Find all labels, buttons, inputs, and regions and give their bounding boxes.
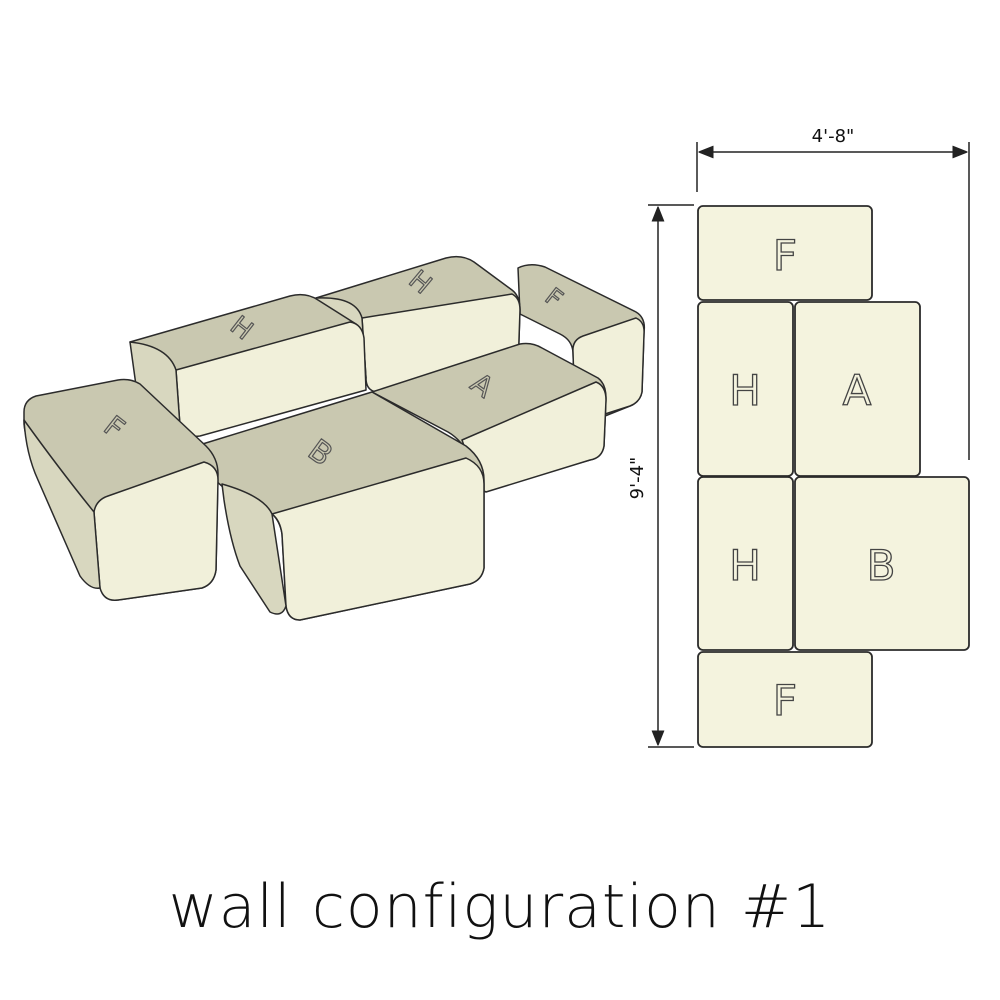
plan-block-b: B — [794, 476, 970, 651]
iso-block-b: B — [195, 391, 485, 621]
diagram-caption: wall configuration #1 — [168, 872, 832, 942]
plan-block-f-bottom: F — [697, 651, 873, 748]
plan-letter: B — [867, 541, 896, 590]
iso-block-h-back-left: H — [129, 293, 367, 438]
height-label: 9'-4" — [627, 457, 648, 500]
plan-view: 4'-8" 9'-4" F H A H — [627, 126, 970, 748]
plan-letter: F — [773, 231, 797, 280]
plan-letter: A — [843, 366, 872, 415]
plan-block-h-lower: H — [697, 476, 794, 651]
isometric-view: F H H A B — [23, 255, 646, 621]
plan-letter: H — [729, 366, 761, 415]
width-dimension — [696, 142, 970, 460]
height-dimension — [648, 204, 694, 748]
plan-block-a: A — [794, 301, 921, 477]
iso-block-a: A — [371, 342, 607, 493]
plan-block-h-upper: H — [697, 301, 794, 477]
plan-letter: F — [773, 676, 797, 725]
plan-block-f-top: F — [697, 205, 873, 301]
plan-letter: H — [729, 541, 761, 590]
iso-block-f-front: F — [23, 378, 219, 601]
width-label: 4'-8" — [812, 126, 855, 147]
